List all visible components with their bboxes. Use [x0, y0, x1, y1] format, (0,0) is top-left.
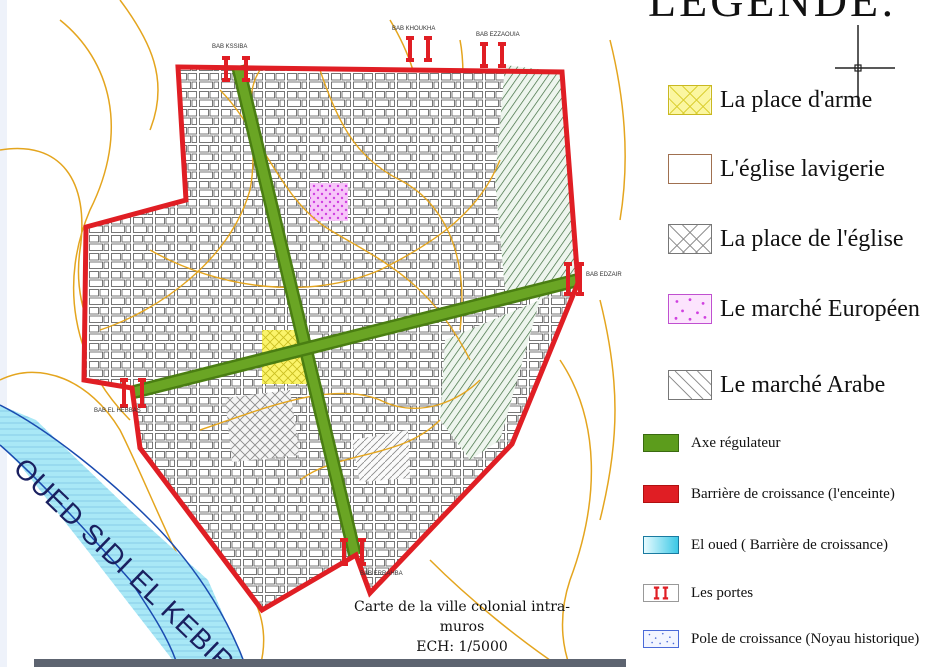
gate-symbol-swatch-icon	[643, 584, 679, 602]
legend-label: La place de l'église	[720, 225, 904, 252]
historic-core-zone	[495, 65, 575, 300]
map-caption: Carte de la ville colonial intra- muros …	[297, 597, 627, 657]
gate-label-ezzaouia: BAB EZZAOUIA	[476, 32, 520, 38]
legend-label: El oued ( Barrière de croissance)	[691, 536, 888, 553]
caption-title-continued: muros	[439, 619, 485, 635]
diagonal-hatch-swatch-icon	[668, 370, 712, 400]
gate-north-2	[406, 36, 432, 62]
legend-item-axe-regulateur: Axe régulateur	[643, 434, 781, 452]
gate-label-kssiba: BAB KSSIBA	[212, 44, 247, 50]
marche-arabe-area	[352, 430, 410, 482]
gate-label-errahba: BAB ERRAHBA	[360, 571, 403, 577]
blue-dots-swatch-icon	[643, 630, 679, 648]
legend-item-marche-europeen: Le marché Européen	[668, 294, 920, 324]
legend-item-el-oued: El oued ( Barrière de croissance)	[643, 536, 888, 554]
caption-title: Carte de la ville colonial intra-	[354, 599, 570, 615]
place-eglise-area	[225, 390, 300, 462]
gate-east	[564, 262, 584, 296]
legend-label: L'église lavigerie	[720, 155, 885, 182]
legend-label: Barrière de croissance (l'enceinte)	[691, 485, 895, 502]
legend-label: Le marché Arabe	[720, 371, 886, 398]
marche-europeen-area	[310, 183, 348, 221]
city-gates	[120, 36, 584, 566]
gate-north-3	[480, 42, 506, 68]
gate-label-edzair: BAB EDZAIR	[586, 272, 622, 278]
legend-item-barriere-enceinte: Barrière de croissance (l'enceinte)	[643, 485, 895, 503]
gate-south	[340, 538, 366, 566]
legend-item-marche-arabe: Le marché Arabe	[668, 370, 885, 400]
legend-item-eglise-lavigerie: L'église lavigerie	[668, 154, 885, 184]
legend-item-place-arme: La place d'arme	[668, 85, 872, 115]
north-arrow-icon	[835, 25, 895, 105]
legend-item-pole-croissance: Pole de croissance (Noyau historique)	[643, 630, 919, 648]
red-bar-swatch-icon	[643, 485, 679, 503]
city-map: OUED SIDI EL KEBIR BAB KSSIBA BAB KHOUKH…	[0, 0, 626, 667]
green-bar-swatch-icon	[643, 434, 679, 452]
legend-label: Les portes	[691, 584, 754, 601]
legend-item-les-portes: Les portes	[643, 584, 753, 602]
legend-item-place-eglise: La place de l'église	[668, 224, 904, 254]
plain-swatch-icon	[668, 154, 712, 184]
crosshatch-grey-swatch-icon	[668, 224, 712, 254]
caption-scale: ECH: 1/5000	[416, 639, 508, 655]
gate-west	[120, 378, 146, 408]
legend-label: La place d'arme	[720, 86, 873, 113]
gate-label-hebbas: BAB EL HEBBAS	[94, 408, 141, 414]
historic-core-zone-lower	[440, 300, 540, 460]
axe-regulateur	[132, 64, 580, 557]
gate-labels: BAB KSSIBA BAB KHOUKHA BAB EZZAOUIA BAB …	[94, 26, 622, 577]
legend-title: LÉGENDE:	[648, 0, 897, 26]
legend-label: Pole de croissance (Noyau historique)	[691, 630, 920, 647]
magenta-dots-swatch-icon	[668, 294, 712, 324]
crosshatch-yellow-swatch-icon	[668, 85, 712, 115]
left-edge-strip	[0, 0, 7, 667]
gate-label-khoukha: BAB KHOUKHA	[392, 26, 435, 32]
bottom-toolbar-strip	[34, 659, 626, 667]
cyan-gradient-swatch-icon	[643, 536, 679, 554]
gate-north-1	[222, 56, 250, 82]
legend-label: Le marché Européen	[720, 295, 920, 322]
legend-label: Axe régulateur	[691, 434, 781, 451]
